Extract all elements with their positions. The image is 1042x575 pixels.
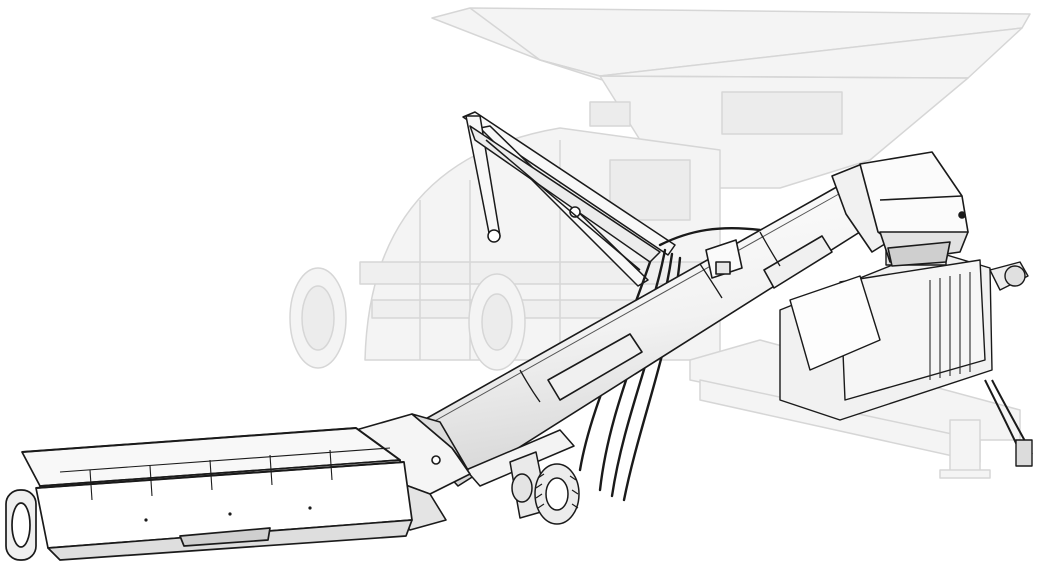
hopper-end-wheel — [5, 489, 37, 561]
auger-tube — [405, 183, 883, 487]
drive-assembly — [779, 234, 1033, 467]
ghost-wheels — [290, 268, 525, 370]
discharge-spout — [831, 151, 969, 267]
lift-arm — [462, 111, 676, 287]
ground-hopper — [5, 427, 413, 561]
undercarriage — [465, 429, 580, 525]
transport-wheel — [534, 463, 580, 525]
